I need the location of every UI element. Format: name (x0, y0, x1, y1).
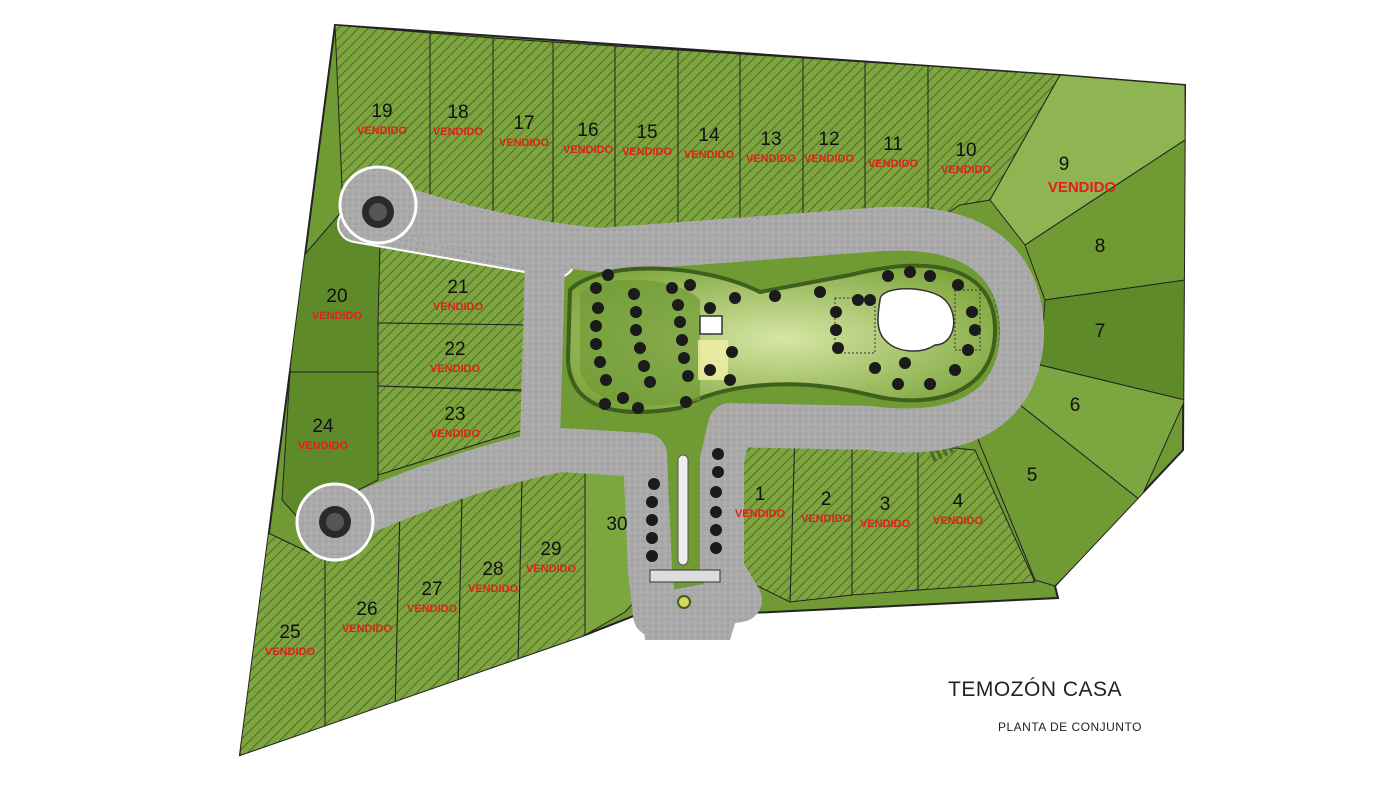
sold-label-26: VENDIDO (342, 623, 393, 635)
lot-number-3[interactable]: 3 (880, 494, 891, 515)
sold-label-3: VENDIDO (860, 518, 911, 530)
sold-label-16: VENDIDO (563, 144, 614, 156)
entrance-gate (649, 454, 721, 609)
sold-label-10: VENDIDO (941, 164, 992, 176)
sold-label-12: VENDIDO (804, 153, 855, 165)
lot-number-27[interactable]: 27 (421, 579, 442, 600)
sold-label-9: VENDIDO (1048, 179, 1117, 196)
sold-label-2: VENDIDO (801, 513, 852, 525)
sold-label-18: VENDIDO (433, 126, 484, 138)
lot-number-30[interactable]: 30 (606, 514, 627, 535)
roundabout-planter-south (319, 506, 351, 538)
lot-number-11[interactable]: 11 (883, 134, 903, 155)
lot-shape-16[interactable] (552, 41, 616, 245)
sold-label-20: VENDIDO (312, 310, 363, 322)
lot-labels: 1VENDIDO2VENDIDO3VENDIDO4VENDIDO56789VEN… (265, 101, 1117, 658)
sold-label-4: VENDIDO (933, 515, 984, 527)
map-title: TEMOZÓN CASA (948, 678, 1123, 701)
lot-number-16[interactable]: 16 (577, 120, 598, 141)
lot-number-28[interactable]: 28 (482, 559, 503, 580)
sold-label-1: VENDIDO (735, 508, 786, 520)
sold-label-29: VENDIDO (526, 563, 577, 575)
lot-number-1[interactable]: 1 (755, 484, 766, 505)
lot-number-2[interactable]: 2 (821, 489, 832, 510)
lot-number-20[interactable]: 20 (326, 286, 347, 307)
lot-number-9[interactable]: 9 (1059, 154, 1070, 175)
lot-number-18[interactable]: 18 (447, 102, 468, 123)
trees (590, 266, 981, 562)
sold-label-25: VENDIDO (265, 646, 316, 658)
lot-number-8[interactable]: 8 (1095, 236, 1106, 257)
lot-number-13[interactable]: 13 (760, 129, 781, 150)
lot-number-12[interactable]: 12 (818, 129, 839, 150)
lot-shape-10[interactable] (927, 65, 1061, 226)
lot-number-23[interactable]: 23 (444, 404, 465, 425)
lot-number-5[interactable]: 5 (1027, 465, 1038, 486)
lot-number-24[interactable]: 24 (312, 416, 334, 437)
roundabout-planter-north (362, 196, 394, 228)
sold-label-19: VENDIDO (357, 125, 408, 137)
sold-label-15: VENDIDO (622, 146, 673, 158)
sold-label-22: VENDIDO (430, 363, 481, 375)
sold-label-27: VENDIDO (407, 603, 458, 615)
lot-number-25[interactable]: 25 (279, 622, 300, 643)
lot-number-7[interactable]: 7 (1095, 321, 1106, 342)
lot-number-10[interactable]: 10 (955, 140, 976, 161)
map-subtitle: PLANTA DE CONJUNTO (998, 720, 1142, 734)
lot-number-19[interactable]: 19 (371, 101, 392, 122)
lot-number-21[interactable]: 21 (447, 277, 468, 298)
lot-number-26[interactable]: 26 (356, 599, 377, 620)
sold-label-17: VENDIDO (499, 137, 550, 149)
sold-label-24: VENDIDO (298, 440, 349, 452)
lot-number-17[interactable]: 17 (513, 113, 534, 134)
lot-number-4[interactable]: 4 (953, 491, 964, 512)
lot-number-6[interactable]: 6 (1070, 395, 1081, 416)
sold-label-11: VENDIDO (868, 158, 919, 170)
pool (877, 288, 955, 352)
sold-label-14: VENDIDO (684, 149, 735, 161)
sold-label-13: VENDIDO (746, 153, 797, 165)
lot-number-14[interactable]: 14 (698, 125, 720, 146)
pavilion-building (699, 315, 723, 335)
lot-number-15[interactable]: 15 (636, 122, 657, 143)
lot-number-22[interactable]: 22 (444, 339, 465, 360)
sold-label-21: VENDIDO (433, 301, 484, 313)
lot-number-29[interactable]: 29 (540, 539, 561, 560)
road-network (295, 165, 1044, 640)
sold-label-28: VENDIDO (468, 583, 519, 595)
sold-label-23: VENDIDO (430, 428, 481, 440)
